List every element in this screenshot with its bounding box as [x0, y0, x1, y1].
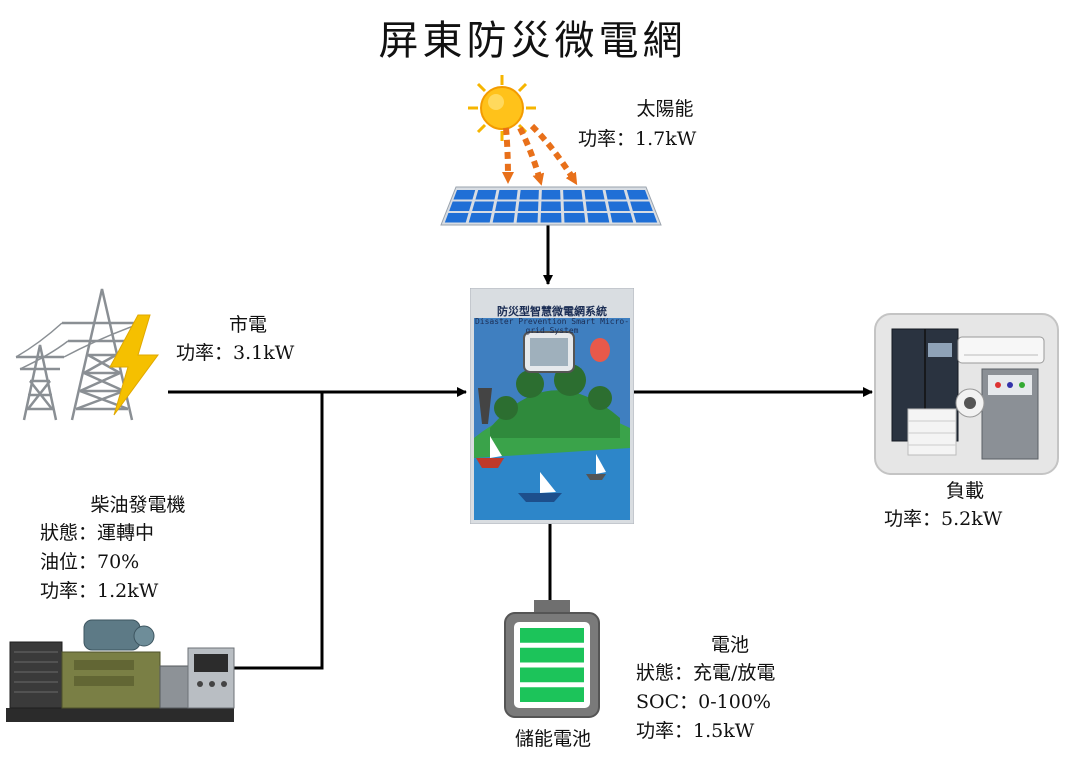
battery-soc: SOC：0-100%	[636, 691, 771, 713]
solar-cell	[541, 190, 561, 200]
solar-cell	[541, 201, 561, 211]
solar-cell	[563, 201, 584, 211]
control-cabinet	[470, 288, 634, 524]
solar-cell	[626, 190, 649, 200]
solar-panel-icon	[440, 186, 662, 226]
solar-cell	[468, 213, 492, 223]
solar-cell	[585, 201, 607, 211]
battery-icon	[504, 600, 600, 718]
battery-label: 電池	[710, 634, 749, 656]
diesel-oil-level: 油位：70%	[40, 551, 140, 573]
diesel-label: 柴油發電機	[90, 494, 186, 516]
battery-power: 功率：1.5kW	[636, 720, 755, 742]
battery-caption: 儲能電池	[514, 728, 591, 750]
solar-cell	[584, 190, 605, 200]
load-appliances-icon	[874, 313, 1059, 475]
sunlight-arrows-icon	[501, 123, 578, 186]
battery-state: 狀態：充電/放電	[636, 662, 776, 684]
cabinet-title-en: Disaster Prevention Smart Micro-grid Sys…	[474, 317, 630, 335]
solar-cell	[518, 201, 539, 211]
battery-bar	[520, 647, 584, 663]
solar-cell	[630, 201, 653, 211]
solar-label: 太陽能	[636, 98, 694, 120]
solar-cell	[444, 213, 469, 223]
solar-cell	[587, 213, 610, 223]
solar-cell	[475, 190, 497, 200]
solar-cell	[607, 201, 630, 211]
solar-cell	[449, 201, 472, 211]
solar-cell	[563, 190, 583, 200]
cabinet-title-cn: 防災型智慧微電網系統	[497, 305, 607, 318]
diesel-generator-icon	[6, 619, 235, 722]
solar-cell	[497, 190, 518, 200]
diagram-title: 屏東防災微電網	[378, 18, 687, 64]
load-label: 負載	[945, 480, 984, 502]
power-tower-icon	[15, 288, 159, 421]
solar-cell	[540, 213, 562, 223]
battery-bar	[520, 667, 584, 683]
solar-cell	[519, 190, 539, 200]
diesel-state: 狀態：運轉中	[40, 522, 155, 544]
solar-cell	[610, 213, 634, 223]
battery-bar	[520, 628, 584, 643]
diesel-to-bus-line	[232, 392, 324, 670]
solar-cell	[516, 213, 538, 223]
grid-power: 功率：3.1kW	[176, 342, 295, 364]
diesel-power: 功率：1.2kW	[40, 580, 159, 602]
solar-cell	[633, 213, 658, 223]
battery-bar	[520, 687, 584, 702]
solar-cell	[472, 201, 495, 211]
load-power: 功率：5.2kW	[884, 508, 1003, 530]
grid-label: 市電	[228, 314, 267, 336]
solar-cell	[495, 201, 517, 211]
solar-cell	[605, 190, 627, 200]
solar-power: 功率：1.7kW	[578, 128, 697, 150]
solar-cell	[492, 213, 515, 223]
solar-cell	[564, 213, 586, 223]
solar-cell	[453, 190, 476, 200]
